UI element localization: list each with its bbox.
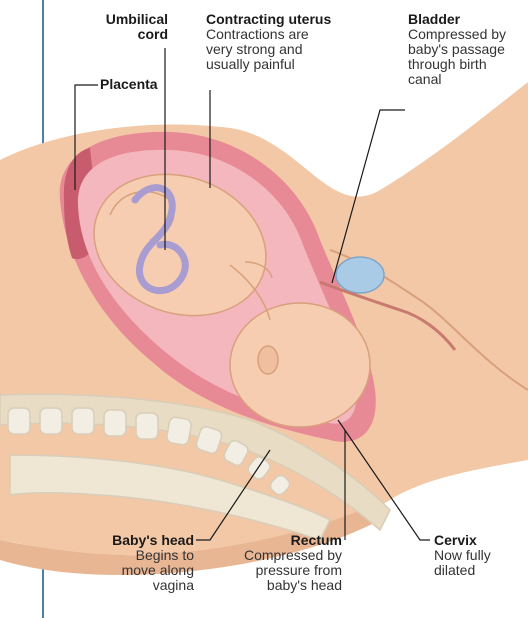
bladder-line-1: Compressed by (408, 27, 526, 42)
vertebra (72, 408, 94, 434)
bladder-line-2: baby's passage (408, 42, 526, 57)
rectum-line-3: baby's head (210, 578, 342, 593)
baby-head (230, 303, 370, 427)
vertebra (104, 410, 126, 436)
babys-head-line-1: Begins to (66, 548, 194, 563)
label-babys-head: Baby's head Begins to move along vagina (66, 533, 194, 593)
label-contracting-uterus: Contracting uterus Contractions are very… (206, 12, 366, 72)
placenta-title: Placenta (100, 77, 190, 92)
contracting-uterus-line-3: usually painful (206, 57, 366, 72)
cervix-line-1: Now fully (434, 548, 524, 563)
label-bladder: Bladder Compressed by baby's passage thr… (408, 12, 526, 87)
contracting-uterus-line-1: Contractions are (206, 27, 366, 42)
babys-head-title: Baby's head (66, 533, 194, 548)
label-rectum: Rectum Compressed by pressure from baby'… (210, 533, 342, 593)
cervix-line-2: dilated (434, 563, 524, 578)
baby-ear (258, 346, 278, 374)
vertebra (136, 413, 158, 439)
vertebra (8, 408, 30, 434)
label-cervix: Cervix Now fully dilated (434, 533, 524, 578)
vertebra (40, 408, 62, 434)
vertebra (166, 416, 192, 445)
bladder-title: Bladder (408, 12, 526, 27)
babys-head-line-2: move along (66, 563, 194, 578)
bladder-line-4: canal (408, 72, 526, 87)
contracting-uterus-title: Contracting uterus (206, 12, 366, 27)
contracting-uterus-line-2: very strong and (206, 42, 366, 57)
bladder-organ (336, 257, 384, 293)
bladder-line-3: through birth (408, 57, 526, 72)
cervix-title: Cervix (434, 533, 524, 548)
rectum-title: Rectum (210, 533, 342, 548)
babys-head-line-3: vagina (66, 578, 194, 593)
rectum-line-1: Compressed by (210, 548, 342, 563)
rectum-line-2: pressure from (210, 563, 342, 578)
label-umbilical-cord: Umbilical cord (78, 12, 168, 42)
umbilical-cord-title-2: cord (78, 27, 168, 42)
label-placenta: Placenta (100, 77, 190, 92)
umbilical-cord-title-1: Umbilical (78, 12, 168, 27)
